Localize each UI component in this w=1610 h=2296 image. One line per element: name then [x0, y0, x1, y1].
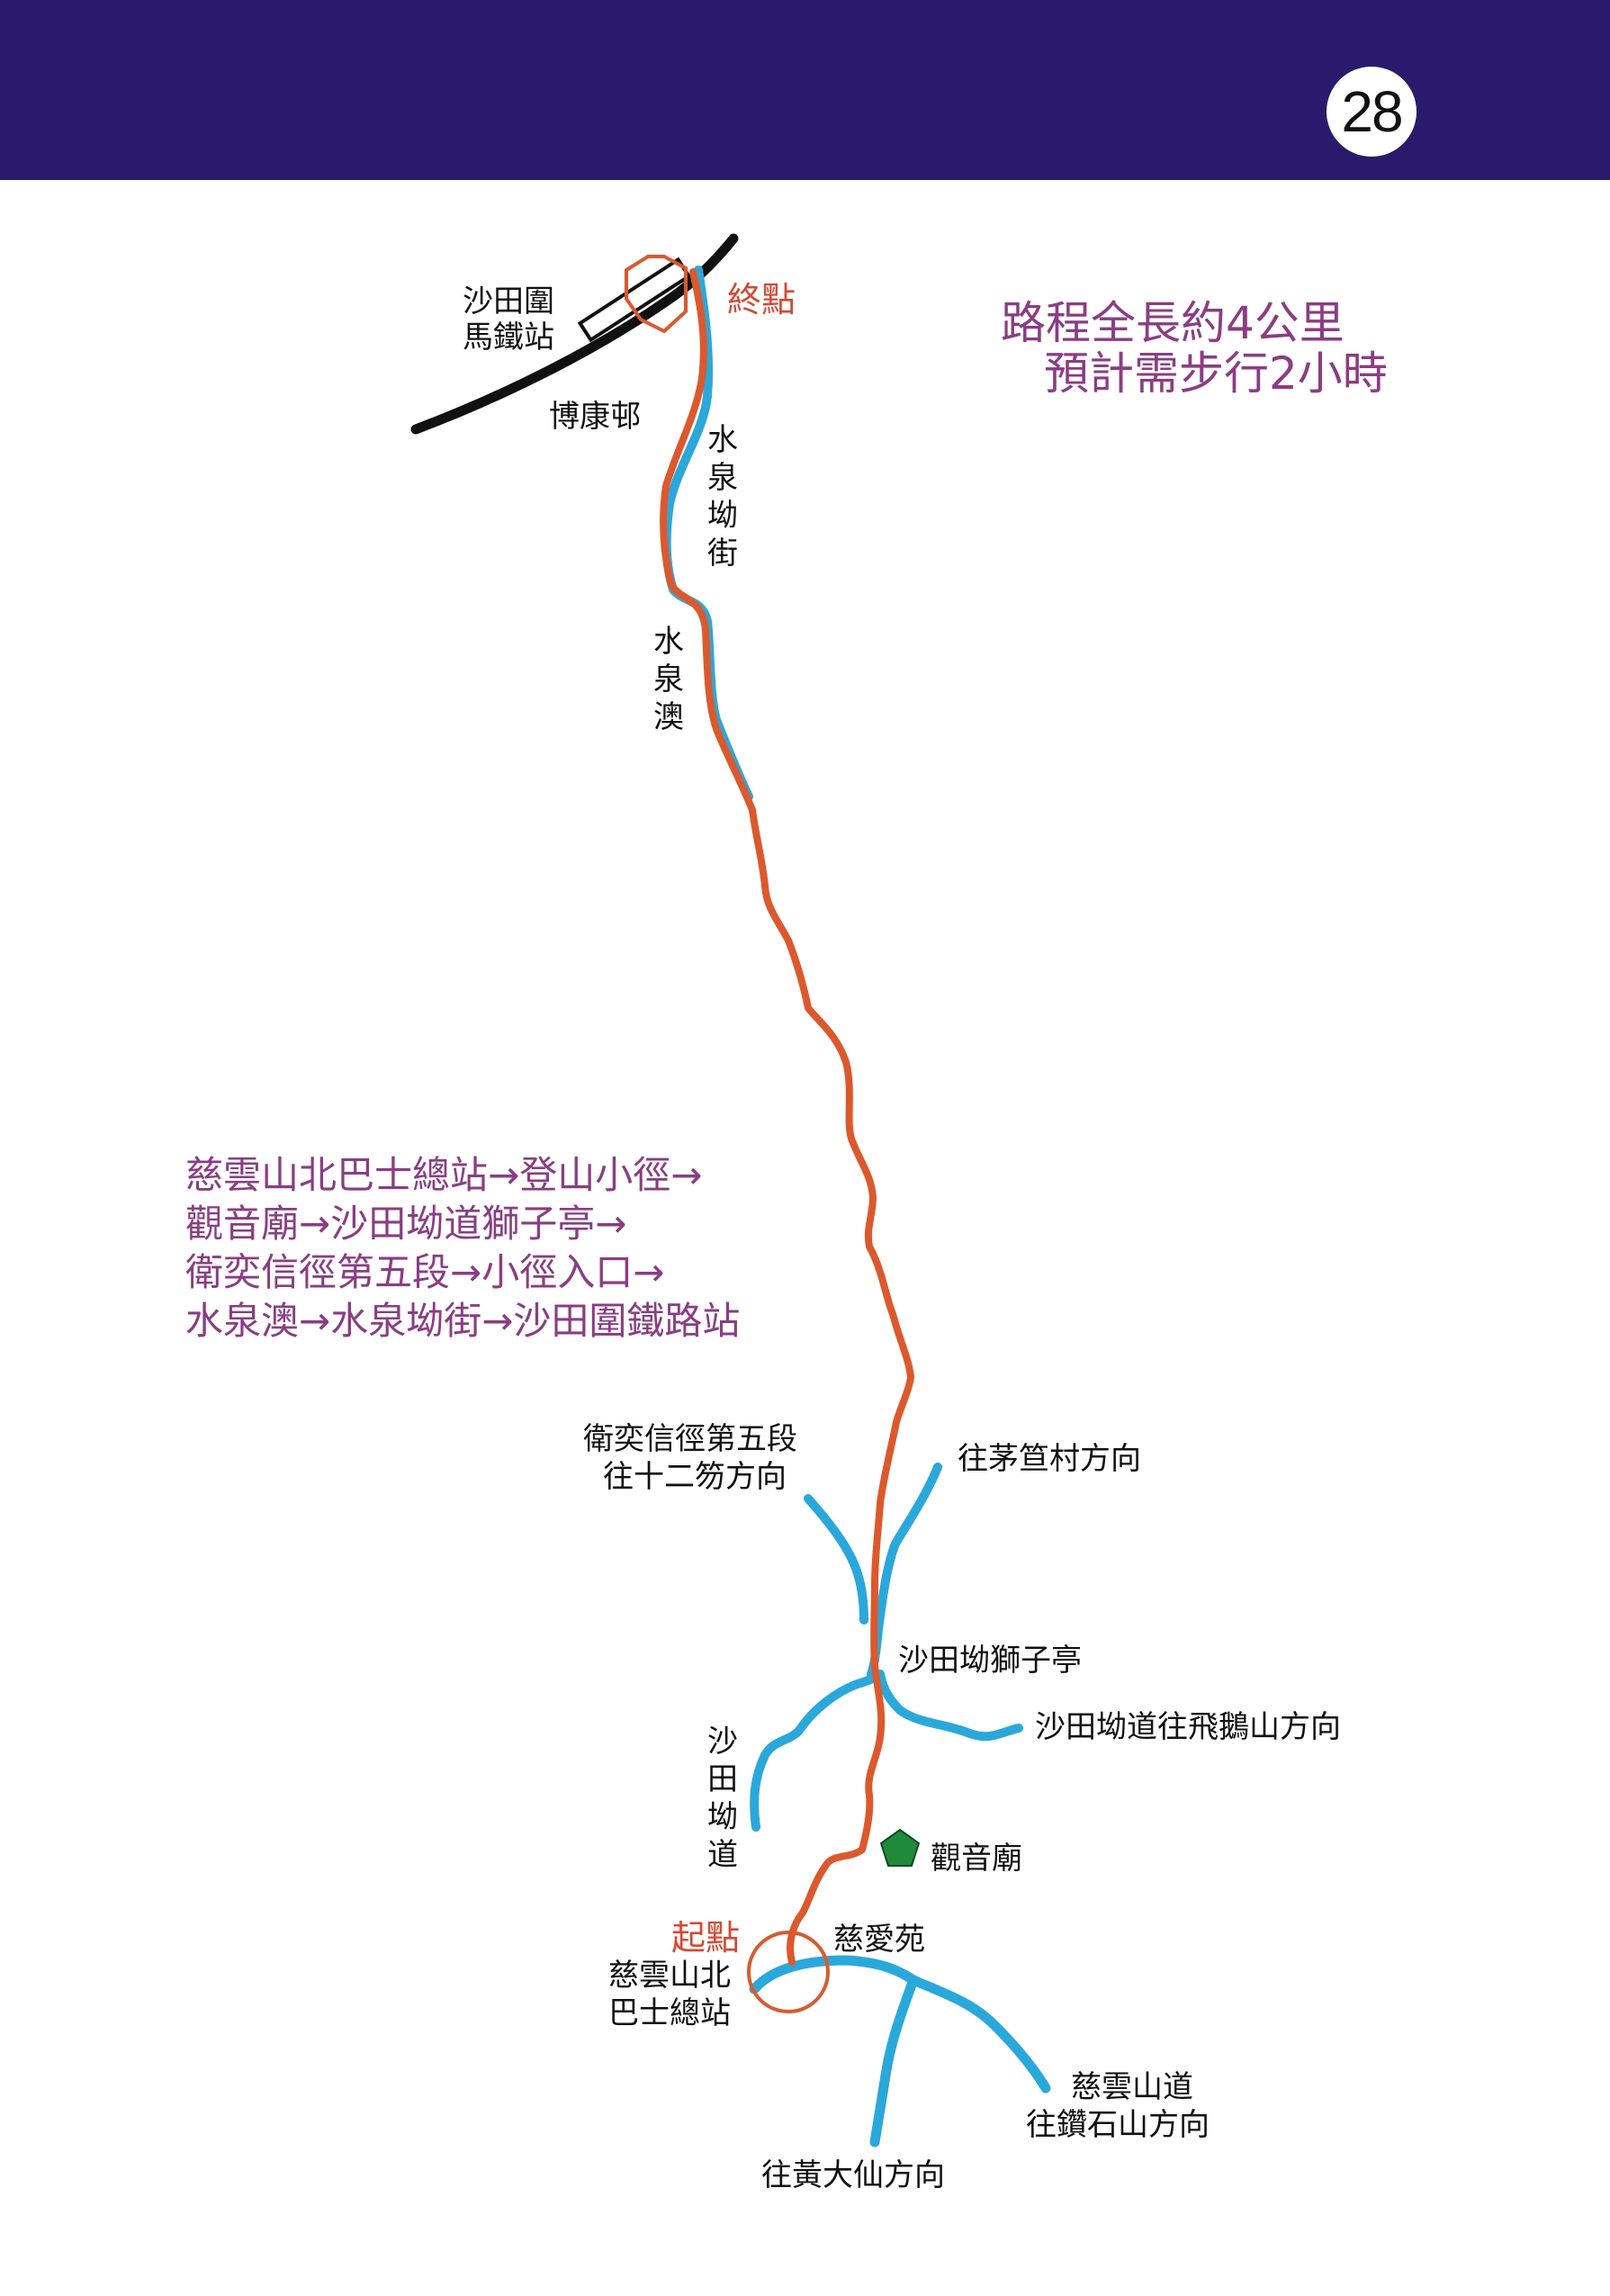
- route-step: 慈雲山北巴士總站→登山小徑→: [185, 1153, 702, 1197]
- start-marker-circle: [747, 1931, 830, 2013]
- to-fei-ngo-label: 沙田坳道往飛鵝山方向: [1035, 1709, 1341, 1745]
- estate-label-shui-chuen-o: 水泉澳: [653, 624, 684, 735]
- temple-icon: [879, 1828, 921, 1867]
- hiking-route: [660, 268, 914, 1966]
- road-to-wong-tai-sin: [869, 1975, 919, 2147]
- route-step: 觀音廟→沙田坳道獅子亭→: [185, 1202, 626, 1246]
- station-label: 馬鐵站: [463, 320, 554, 356]
- terminus-label: 慈雲山北: [608, 1958, 731, 1994]
- end-label: 終點: [727, 280, 796, 320]
- info-duration: 預計需步行2小時: [1044, 347, 1388, 400]
- page-number-badge: 28: [1327, 67, 1417, 157]
- tsz-wan-shan-road-direction-label: 往鑽石山方向: [1026, 2107, 1210, 2143]
- station-marker-hexagon: [625, 255, 688, 334]
- route-step: 衛奕信徑第五段→小徑入口→: [185, 1250, 664, 1294]
- station-label: 沙田圍: [463, 284, 554, 320]
- railway-line: [410, 233, 739, 435]
- info-distance: 路程全長約4公里: [1001, 297, 1345, 349]
- road-label-sha-tin-pass-vertical: 沙田坳道: [707, 1724, 738, 1873]
- to-wong-tai-sin-label: 往黃大仙方向: [761, 2157, 945, 2193]
- start-label: 起點: [671, 1918, 740, 1958]
- lion-pavilion-label: 沙田坳獅子亭: [898, 1643, 1082, 1679]
- tsz-wan-shan-road-label: 慈雲山道: [1071, 2069, 1193, 2105]
- terminus-label: 巴士總站: [608, 1995, 731, 2031]
- street-label-shui-chuen-au: 水泉坳街: [707, 422, 738, 572]
- wilson-trail-direction-label: 往十二笏方向: [603, 1459, 787, 1495]
- road-sha-tin-pass: [750, 1670, 1023, 1832]
- route-step: 水泉澳→水泉坳街→沙田圍鐵路站: [185, 1299, 740, 1343]
- temple-label: 觀音廟: [931, 1841, 1022, 1877]
- to-mau-tso-label: 往茅笪村方向: [958, 1441, 1141, 1477]
- road-wilson-trail: [804, 1494, 868, 1625]
- wilson-trail-label: 衛奕信徑第五段: [583, 1421, 797, 1457]
- estate-label-bokong: 博康邨: [549, 399, 641, 435]
- tsz-oi-court-label: 慈愛苑: [833, 1922, 925, 1958]
